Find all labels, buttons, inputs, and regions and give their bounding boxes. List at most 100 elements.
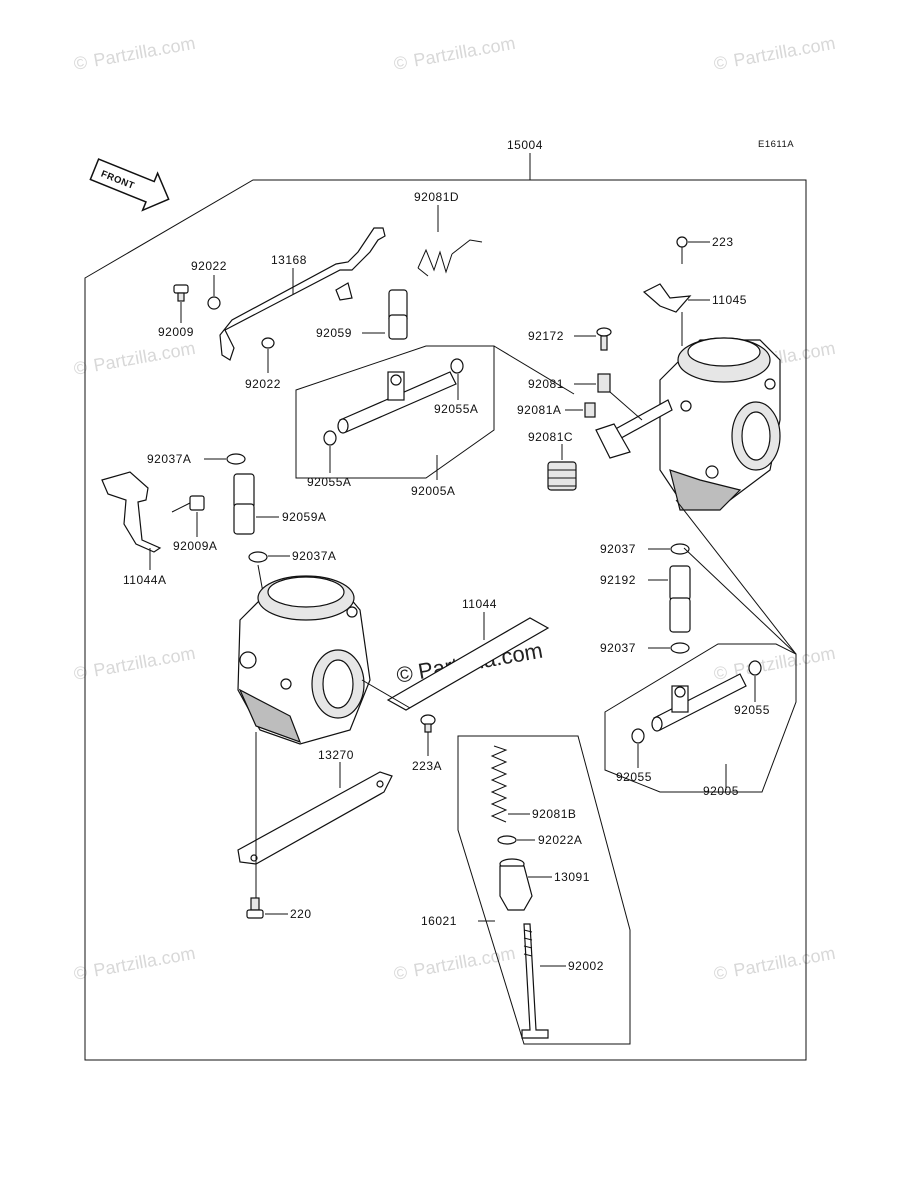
watermark: ©Partzilla.com (72, 943, 197, 984)
part-label-11044A: 11044A (123, 573, 166, 587)
bar-11044 (386, 617, 550, 711)
watermark: ©Partzilla.com (72, 643, 197, 684)
part-label-92022A: 92022A (538, 833, 582, 847)
part-label-92002: 92002 (568, 959, 604, 973)
bolt-92009 (173, 284, 189, 302)
watermark: ©Partzilla.com (712, 33, 837, 74)
clip-92037A-top (226, 453, 246, 465)
part-label-92055A-left: 92055A (307, 475, 351, 489)
throttle-lever (595, 399, 673, 459)
part-label-92005: 92005 (703, 784, 739, 798)
sleeve-92192 (669, 565, 691, 633)
svg-text:Partzilla.com: Partzilla.com (92, 33, 197, 71)
spring-92081C (547, 461, 577, 491)
bracket-11044A (101, 471, 162, 553)
watermark: ©Partzilla.com (712, 643, 837, 684)
part-label-13091: 13091 (554, 870, 590, 884)
svg-text:©: © (392, 52, 409, 74)
part-label-16021: 16021 (421, 914, 457, 928)
part-label-92081C: 92081C (528, 430, 573, 444)
part-label-13270: 13270 (318, 748, 354, 762)
part-label-92172: 92172 (528, 329, 564, 343)
carburetor-left (237, 575, 371, 745)
part-label-92059: 92059 (316, 326, 352, 340)
part-label-92055-right: 92055 (734, 703, 770, 717)
part-label-92037-bottom: 92037 (600, 641, 636, 655)
part-label-92192: 92192 (600, 573, 636, 587)
bracket-13168 (219, 227, 386, 361)
part-label-92022-top: 92022 (191, 259, 227, 273)
watermark: ©Partzilla.com (72, 33, 197, 74)
part-label-92055A-right: 92055A (434, 402, 478, 416)
svg-text:©: © (395, 660, 415, 687)
spring-92081A (584, 402, 596, 418)
part-label-223A: 223A (412, 759, 442, 773)
svg-text:Partzilla.com: Partzilla.com (92, 643, 197, 681)
watermark: ©Partzilla.com (392, 943, 517, 984)
part-label-223: 223 (712, 235, 734, 249)
washer-92022-top (207, 296, 221, 310)
washer-92022A (497, 835, 517, 845)
part-label-13168: 13168 (271, 253, 307, 267)
svg-text:©: © (72, 662, 89, 684)
bolt-92009A (171, 495, 205, 513)
part-label-92081B: 92081B (532, 807, 576, 821)
svg-text:Partzilla.com: Partzilla.com (92, 943, 197, 981)
svg-text:©: © (712, 662, 729, 684)
figure-code: E1611A (758, 139, 794, 150)
part-label-11045: 11045 (712, 293, 747, 307)
box-92005 (604, 643, 797, 793)
clip-92037-top (670, 543, 690, 555)
watermark: ©Partzilla.com (392, 33, 517, 74)
fitting-92005A (337, 371, 457, 434)
box-16021 (457, 735, 631, 1045)
svg-text:Partzilla.com: Partzilla.com (412, 943, 517, 981)
carburetor-right (659, 337, 781, 511)
svg-text:Partzilla.com: Partzilla.com (412, 33, 517, 71)
oring-92055A-right (450, 358, 464, 374)
svg-text:©: © (712, 52, 729, 74)
plate-13270 (237, 771, 393, 865)
part-label-92081A: 92081A (517, 403, 561, 417)
svg-text:©: © (72, 52, 89, 74)
holder-13091 (499, 858, 533, 911)
part-label-92009: 92009 (158, 325, 194, 339)
sleeve-92059 (388, 289, 408, 340)
screw-223A (420, 714, 436, 733)
part-label-92059A: 92059A (282, 510, 326, 524)
oring-92055A-left (323, 430, 337, 446)
screw-223 (676, 236, 688, 264)
svg-text:Partzilla.com: Partzilla.com (732, 943, 837, 981)
box-92005A (295, 345, 495, 479)
clip-92037A-bottom (248, 551, 268, 563)
oring-92055-left (631, 728, 645, 744)
part-label-92037A-bottom: 92037A (292, 549, 336, 563)
watermark: ©Partzilla.com (712, 943, 837, 984)
oring-92055-right (748, 660, 762, 676)
sleeve-92059A (233, 473, 255, 535)
spring-92081B (490, 745, 508, 823)
front-arrow-icon: FRONT (89, 158, 170, 212)
part-label-92055-left: 92055 (616, 770, 652, 784)
part-label-92081D: 92081D (414, 190, 459, 204)
part-label-92037A-top: 92037A (147, 452, 191, 466)
screw-220 (246, 897, 264, 919)
part-label-92081: 92081 (528, 377, 564, 391)
assembly-outline (84, 179, 807, 1061)
svg-text:©: © (72, 357, 89, 379)
part-label-92005A: 92005A (411, 484, 455, 498)
svg-text:Partzilla.com: Partzilla.com (92, 338, 197, 376)
assembly-number: 15004 (507, 138, 543, 152)
svg-text:Partzilla.com: Partzilla.com (732, 33, 837, 71)
part-label-220: 220 (290, 907, 312, 921)
part-label-92022-bottom: 92022 (245, 377, 281, 391)
svg-text:©: © (712, 962, 729, 984)
needle-92002 (521, 923, 549, 1039)
washer-92022-bottom (261, 337, 275, 349)
bracket-11045 (642, 283, 692, 313)
fitting-92005 (651, 673, 747, 732)
part-label-92037-top: 92037 (600, 542, 636, 556)
spring-92081D (417, 239, 483, 277)
clip-92037-bottom (670, 642, 690, 654)
